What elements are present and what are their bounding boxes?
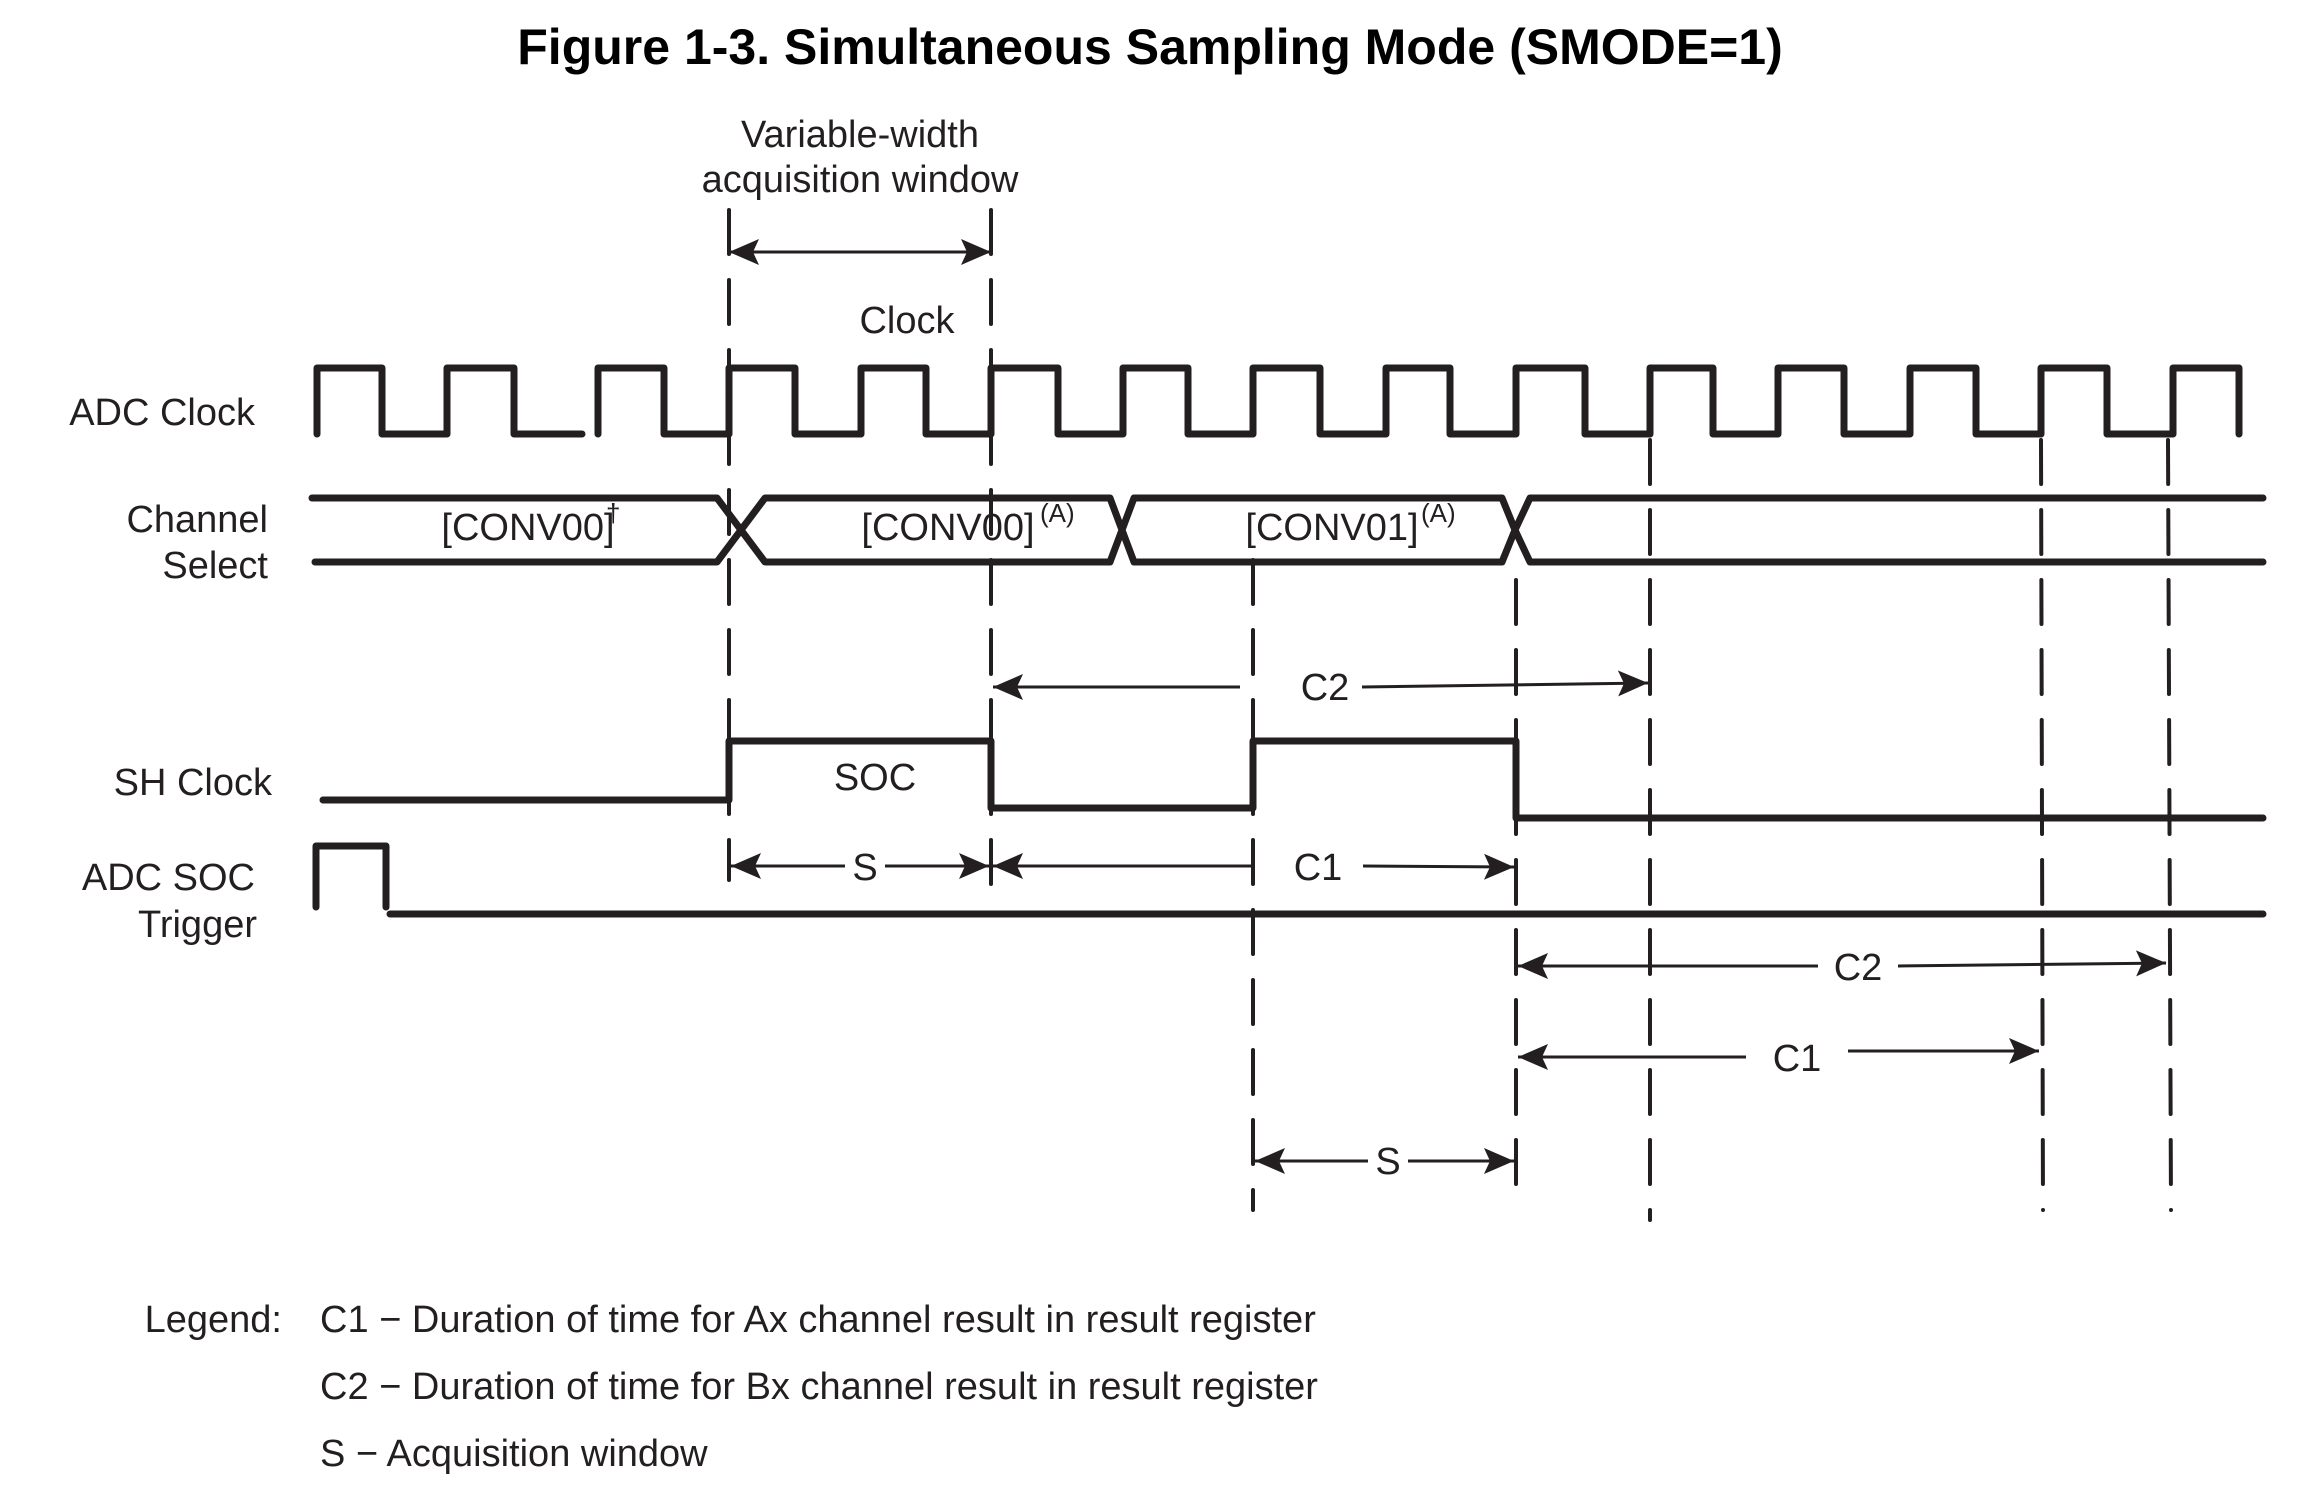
legend-heading: Legend: bbox=[145, 1299, 282, 1341]
label-channel-select-1: Channel bbox=[126, 499, 268, 541]
c2-upper-label: C2 bbox=[1301, 667, 1350, 709]
sh-clock-waveform bbox=[319, 737, 2267, 822]
channel-segment-1: [CONV00] (A) bbox=[861, 498, 1074, 549]
annotation-clock: Clock bbox=[859, 300, 955, 342]
label-sh-clock: SH Clock bbox=[114, 762, 273, 804]
soc-pulse-label: SOC bbox=[834, 757, 916, 799]
svg-text:[CONV00]: [CONV00] bbox=[441, 507, 614, 549]
label-channel-select-2: Select bbox=[162, 545, 268, 587]
adc-clock-waveform bbox=[313, 364, 2243, 438]
c2-lower-label: C2 bbox=[1834, 947, 1883, 989]
svg-text:(A): (A) bbox=[1421, 498, 1456, 528]
s-upper-label: S bbox=[852, 847, 877, 889]
svg-text:[CONV00]: [CONV00] bbox=[861, 507, 1034, 549]
svg-text:(A): (A) bbox=[1040, 498, 1075, 528]
label-adc-soc: ADC SOC bbox=[82, 857, 255, 899]
c2-upper-arrow-right bbox=[1361, 670, 1649, 697]
legend-item-s: S − Acquisition window bbox=[320, 1433, 708, 1475]
c1-lower-label: C1 bbox=[1773, 1038, 1822, 1080]
legend-item-c2: C2 − Duration of time for Bx channel res… bbox=[320, 1366, 1318, 1408]
annotation-acquisition-window: acquisition window bbox=[702, 159, 1019, 201]
annotation-variable-width: Variable-width bbox=[741, 114, 979, 156]
dashed-line-c2b-end bbox=[2166, 438, 2173, 1212]
channel-segment-2: [CONV01] (A) bbox=[1245, 498, 1455, 549]
label-adc-clock: ADC Clock bbox=[69, 392, 256, 434]
legend-item-c1: C1 − Duration of time for Ax channel res… bbox=[320, 1299, 1316, 1341]
svg-text:[CONV01]: [CONV01] bbox=[1245, 507, 1418, 549]
svg-text:†: † bbox=[606, 498, 620, 528]
c2-lower-arrow-right bbox=[1897, 950, 2167, 977]
dashed-line-c1b-end bbox=[2039, 438, 2045, 1212]
c1-upper-label: C1 bbox=[1294, 847, 1343, 889]
channel-segment-0: [CONV00] † bbox=[441, 498, 620, 549]
adc-soc-trigger-waveform bbox=[312, 842, 2267, 918]
s-lower-label: S bbox=[1375, 1141, 1400, 1183]
label-trigger: Trigger bbox=[138, 904, 257, 946]
figure-title: Figure 1-3. Simultaneous Sampling Mode (… bbox=[517, 19, 1782, 75]
channel-select-bus bbox=[308, 494, 2267, 566]
c1-upper-arrow-right bbox=[1362, 853, 1515, 880]
